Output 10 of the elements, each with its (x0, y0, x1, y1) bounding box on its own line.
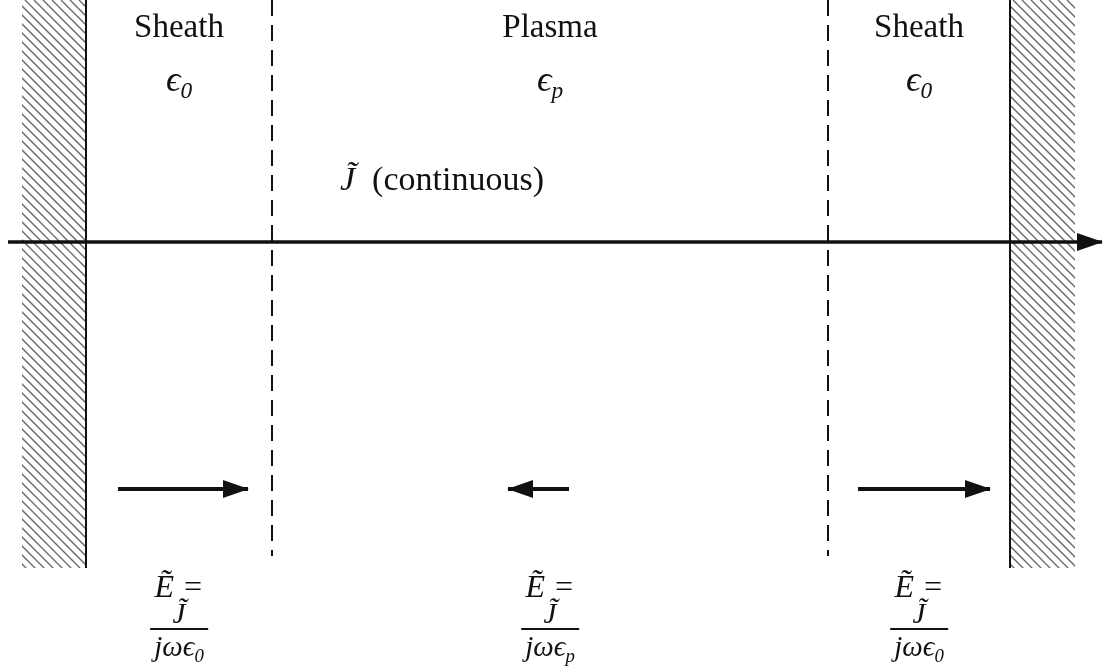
fraction-denominator: jωϵ$_{0}$ (150, 628, 208, 670)
current-label: J̃ (continuous) (340, 160, 544, 198)
region-name: Sheath (873, 8, 965, 45)
region-name: Plasma (501, 8, 599, 45)
fraction-denominator: jωϵ$_{p}$ (521, 628, 579, 670)
permittivity-symbol: ϵ$_{0}$ (164, 58, 194, 104)
permittivity-symbol: ϵ$_{p}$ (535, 58, 565, 104)
permittivity-symbol: ϵ$_{0}$ (904, 58, 934, 104)
fraction-denominator: jωϵ$_{0}$ (890, 628, 948, 670)
region-name: Sheath (133, 8, 225, 45)
